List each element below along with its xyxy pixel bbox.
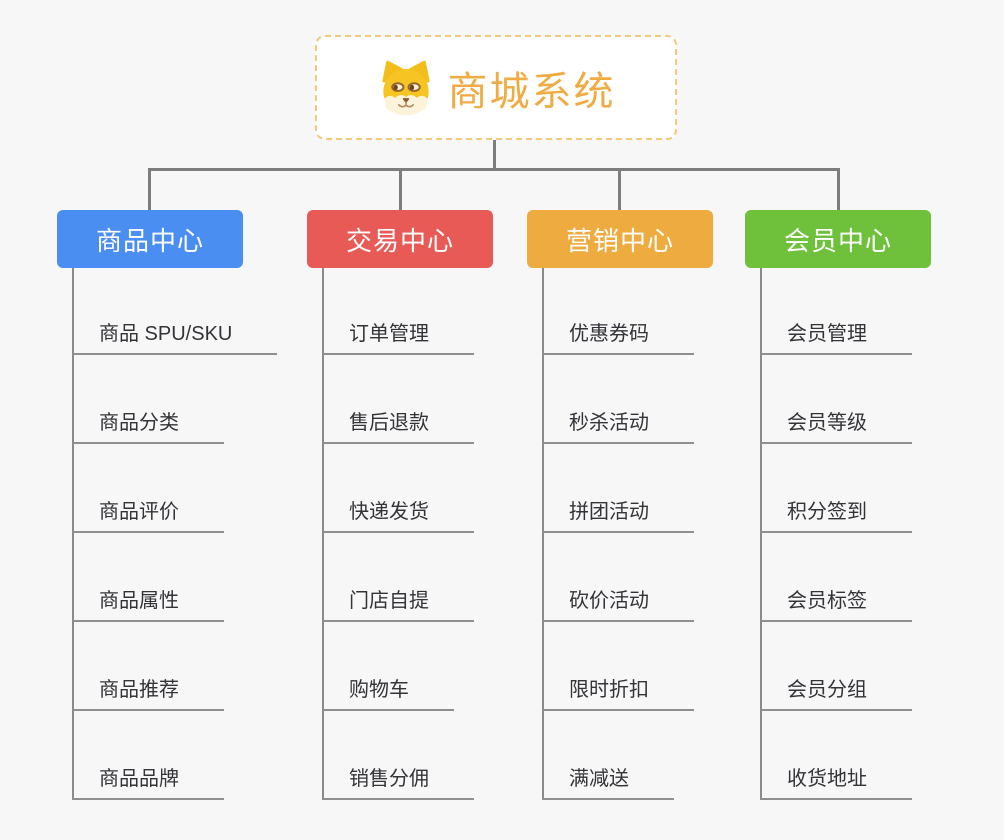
leaf-node[interactable]: 会员等级 xyxy=(760,404,912,444)
leaf-node[interactable]: 商品分类 xyxy=(72,404,224,444)
leaf-node[interactable]: 会员分组 xyxy=(760,671,912,711)
leaf-node[interactable]: 会员管理 xyxy=(760,315,912,355)
root-node[interactable]: 商城系统 xyxy=(315,35,677,140)
leaf-node[interactable]: 会员标签 xyxy=(760,582,912,622)
branch-node-trade[interactable]: 交易中心 xyxy=(307,210,493,268)
branch-trunk-line xyxy=(542,268,544,800)
branch-node-product[interactable]: 商品中心 xyxy=(57,210,243,268)
connector-drop-2 xyxy=(399,168,402,210)
leaf-node[interactable]: 限时折扣 xyxy=(542,671,694,711)
connector-root-stem xyxy=(493,140,496,171)
connector-drop-3 xyxy=(618,168,621,210)
leaf-node[interactable]: 订单管理 xyxy=(322,315,474,355)
leaf-node[interactable]: 快递发货 xyxy=(322,493,474,533)
leaf-node[interactable]: 商品 SPU/SKU xyxy=(72,315,278,355)
connector-drop-1 xyxy=(148,168,151,210)
branch-column-marketing: 营销中心 优惠券码 秒杀活动 拼团活动 砍价活动 限时折扣 满减送 xyxy=(527,210,727,810)
connector-drop-4 xyxy=(837,168,840,210)
leaf-node[interactable]: 满减送 xyxy=(542,760,674,800)
leaf-node[interactable]: 销售分佣 xyxy=(322,760,474,800)
connector-horizontal xyxy=(148,168,840,171)
branch-column-member: 会员中心 会员管理 会员等级 积分签到 会员标签 会员分组 收货地址 xyxy=(745,210,945,810)
branch-node-marketing[interactable]: 营销中心 xyxy=(527,210,713,268)
branch-trunk-line xyxy=(322,268,324,800)
leaf-node[interactable]: 拼团活动 xyxy=(542,493,694,533)
leaf-node[interactable]: 砍价活动 xyxy=(542,582,694,622)
leaf-node[interactable]: 购物车 xyxy=(322,671,454,711)
leaf-node[interactable]: 商品推荐 xyxy=(72,671,224,711)
leaf-node[interactable]: 商品品牌 xyxy=(72,760,224,800)
leaf-node[interactable]: 商品属性 xyxy=(72,582,224,622)
dog-face-icon xyxy=(381,60,430,115)
branch-trunk-line xyxy=(760,268,762,800)
branch-column-trade: 交易中心 订单管理 售后退款 快递发货 门店自提 购物车 销售分佣 xyxy=(307,210,507,810)
branch-trunk-line xyxy=(72,268,74,800)
leaf-node[interactable]: 收货地址 xyxy=(760,760,912,800)
leaf-node[interactable]: 优惠券码 xyxy=(542,315,694,355)
leaf-node[interactable]: 门店自提 xyxy=(322,582,474,622)
branch-column-product: 商品中心 商品 SPU/SKU 商品分类 商品评价 商品属性 商品推荐 商品品牌 xyxy=(57,210,278,810)
leaf-node[interactable]: 秒杀活动 xyxy=(542,404,694,444)
root-node-label: 商城系统 xyxy=(447,69,616,114)
leaf-node[interactable]: 售后退款 xyxy=(322,404,474,444)
leaf-node[interactable]: 积分签到 xyxy=(760,493,912,533)
leaf-node[interactable]: 商品评价 xyxy=(72,493,224,533)
branch-node-member[interactable]: 会员中心 xyxy=(745,210,931,268)
